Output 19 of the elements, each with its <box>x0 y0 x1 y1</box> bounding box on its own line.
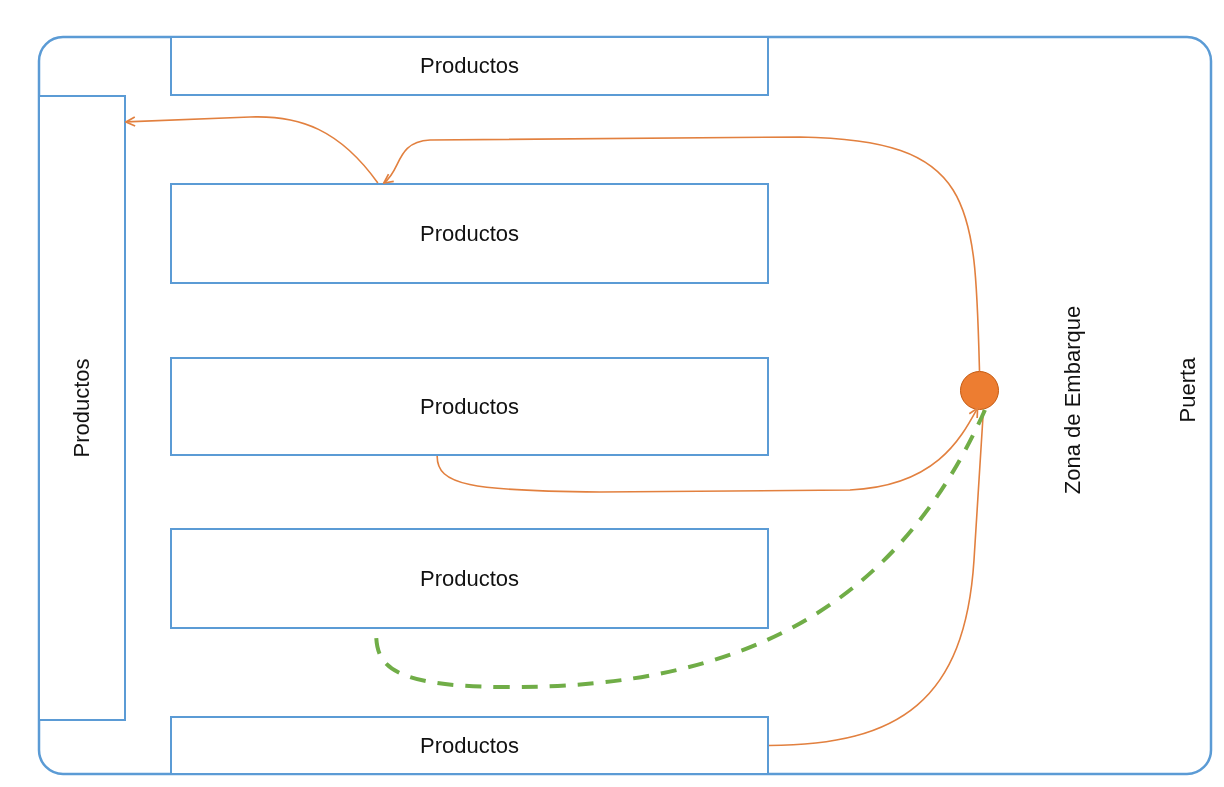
shelf-label: Productos <box>419 220 520 247</box>
shelf-box <box>38 95 126 721</box>
route-arrow <box>383 136 981 372</box>
junction-circle <box>960 371 999 410</box>
shelf-box <box>170 528 769 629</box>
shelf-label: Productos <box>69 358 95 458</box>
area-label: Zona de Embarque <box>1060 305 1086 495</box>
shelf-label: Productos <box>419 732 520 759</box>
route-arrow <box>436 407 979 493</box>
shelf-label: Productos <box>419 565 520 592</box>
shelf-label: Productos <box>419 53 520 79</box>
shelf-label: Productos <box>419 393 520 420</box>
shelf-box <box>170 357 769 456</box>
route-line <box>374 409 987 689</box>
route-arrow <box>125 116 379 184</box>
area-label: Puerta <box>1175 357 1201 423</box>
shelf-box <box>170 183 769 284</box>
shelf-box <box>170 36 769 96</box>
shelf-box <box>170 716 769 775</box>
